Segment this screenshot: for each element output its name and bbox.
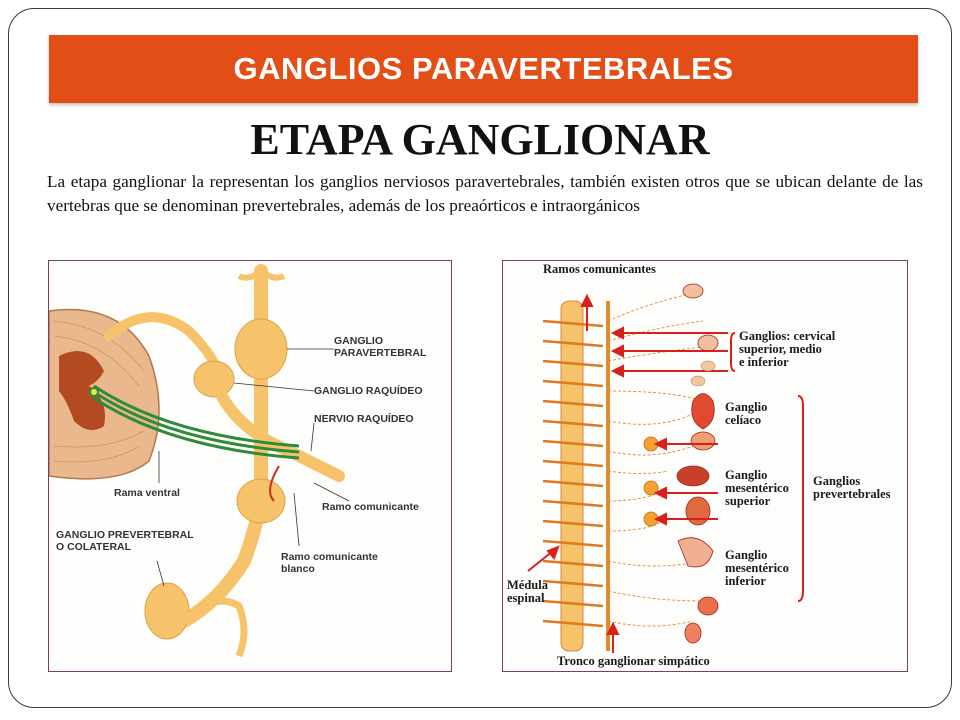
prevertebral-ganglia xyxy=(643,436,659,527)
paravertebral-ganglion-illustration: GANGLIO PARAVERTEBRAL GANGLIO RAQUÍDEO N… xyxy=(48,260,452,672)
ramo-blanco-fiber xyxy=(269,465,280,502)
prevertebral-branch xyxy=(181,597,248,658)
brackets xyxy=(730,332,804,602)
label-ganglio-prevertebral: GANGLIO PREVERTEBRAL O COLATERAL xyxy=(56,529,194,553)
title-banner: GANGLIOS PARAVERTEBRALES xyxy=(49,35,918,103)
label-ramo-comunicante-blanco: Ramo comunicante blanco xyxy=(281,551,378,575)
pointer-arrows xyxy=(527,293,728,653)
ganglio-lower-shape xyxy=(236,478,286,524)
organs xyxy=(676,283,719,644)
label-nervio-raquideo: NERVIO RAQUÍDEO xyxy=(314,413,414,425)
cervical-ganglia xyxy=(690,360,716,387)
banner-title: GANGLIOS PARAVERTEBRALES xyxy=(233,51,734,86)
green-fibers xyxy=(93,384,300,460)
label-ganglio-paravertebral: GANGLIO PARAVERTEBRAL xyxy=(334,335,427,359)
chain-top xyxy=(237,268,286,281)
label-ganglios-cervical: Ganglios: cervical superior, medio e inf… xyxy=(739,329,836,369)
ganglio-paravertebral-shape xyxy=(234,318,288,380)
label-tronco-ganglionar: Tronco ganglionar simpático xyxy=(557,654,710,668)
vertebral-column xyxy=(560,300,584,652)
label-ramos-comunicantes: Ramos comunicantes xyxy=(543,262,656,276)
label-ganglio-celiaco: Ganglio celíaco xyxy=(725,400,768,427)
sympathetic-system-illustration: Ramos comunicantes Ganglios: cervical su… xyxy=(502,260,908,672)
left-illustration-svg xyxy=(49,264,350,658)
leader-lines xyxy=(156,348,350,587)
spinal-cord-gray-matter xyxy=(59,351,105,430)
neuron-cell xyxy=(89,387,99,397)
label-medula-espinal: Médula espinal xyxy=(507,578,548,605)
label-ganglio-mesenterico-inferior: Ganglio mesentérico inferior xyxy=(725,548,789,588)
label-ramo-comunicante: Ramo comunicante xyxy=(322,501,419,513)
ganglio-prevertebral-shape xyxy=(144,582,190,640)
right-illustration-svg xyxy=(527,283,804,653)
spinal-nerve-roots xyxy=(542,319,604,628)
label-ganglios-prevertebrales: Ganglios prevertebrales xyxy=(813,474,891,501)
label-rama-ventral: Rama ventral xyxy=(114,487,180,499)
spinal-cord-texture xyxy=(53,320,145,463)
section-heading: ETAPA GANGLIONAR xyxy=(250,115,710,164)
label-ganglio-raquideo: GANGLIO RAQUÍDEO xyxy=(314,385,423,397)
nervio-raquideo-shape xyxy=(213,385,345,482)
label-ganglio-mesenterico-superior: Ganglio mesentérico superior xyxy=(725,468,789,508)
fibers-to-organs xyxy=(607,290,714,627)
body-paragraph: La etapa ganglionar la representan los g… xyxy=(47,172,923,215)
